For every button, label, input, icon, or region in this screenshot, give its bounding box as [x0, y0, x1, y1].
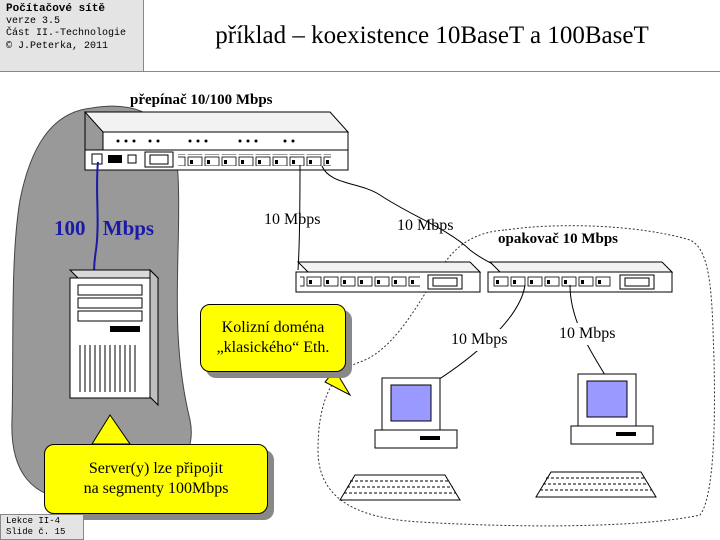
hub-right: [487, 261, 674, 293]
collision-domain-zone: [317, 225, 715, 527]
callout-text-line: „klasického“ Eth.: [216, 339, 330, 356]
course-part: Část II.-Technologie: [6, 28, 127, 39]
callout-text-line: na segmenty 100Mbps: [83, 480, 229, 497]
link-speed-label: 10 Mbps: [264, 211, 321, 228]
fast-link-label: 100 Mbps: [54, 216, 154, 241]
link-speed-label: 10 Mbps: [555, 323, 620, 345]
switch-label: přepínač 10/100 Mbps: [130, 92, 273, 108]
course-name: Počítačové sítě: [6, 3, 106, 15]
switch-device: [83, 111, 350, 171]
callout-text-line: Kolizní doména: [221, 319, 325, 336]
switch-to-hub2-cable: [321, 165, 506, 273]
server-callout: Server(y) lze připojit na segmenty 100Mb…: [44, 444, 268, 514]
course-version: verze 3.5: [6, 15, 61, 27]
collision-callout-pointer: [324, 369, 352, 397]
slide-title: příklad – koexistence 10BaseT a 100BaseT: [144, 0, 720, 72]
switch-to-hub1-cable: [297, 164, 301, 271]
link-speed-label: 10 Mbps: [397, 217, 454, 234]
lesson-number: Lekce II-4: [6, 516, 61, 526]
slide-info-box: Lekce II-4 Slide č. 15: [0, 514, 84, 540]
slide-number: Slide č. 15: [6, 527, 66, 537]
server-tower: [68, 268, 160, 407]
collision-domain-callout: Kolizní doména „klasického“ Eth.: [200, 304, 346, 372]
course-info-box: Počítačové sítě verze 3.5 Část II.-Techn…: [0, 0, 144, 72]
fast-link-unit: Mbps: [102, 216, 155, 240]
link-speed-label: 10 Mbps: [447, 329, 512, 351]
repeater-label: opakovač 10 Mbps: [498, 231, 619, 247]
pc-2: [535, 373, 657, 498]
callout-text-line: Server(y) lze připojit: [88, 460, 224, 477]
pc-1: [339, 377, 461, 501]
fast-link-value: 100: [54, 216, 86, 240]
course-author: © J.Peterka, 2011: [6, 40, 109, 52]
hub-left: [295, 261, 482, 293]
